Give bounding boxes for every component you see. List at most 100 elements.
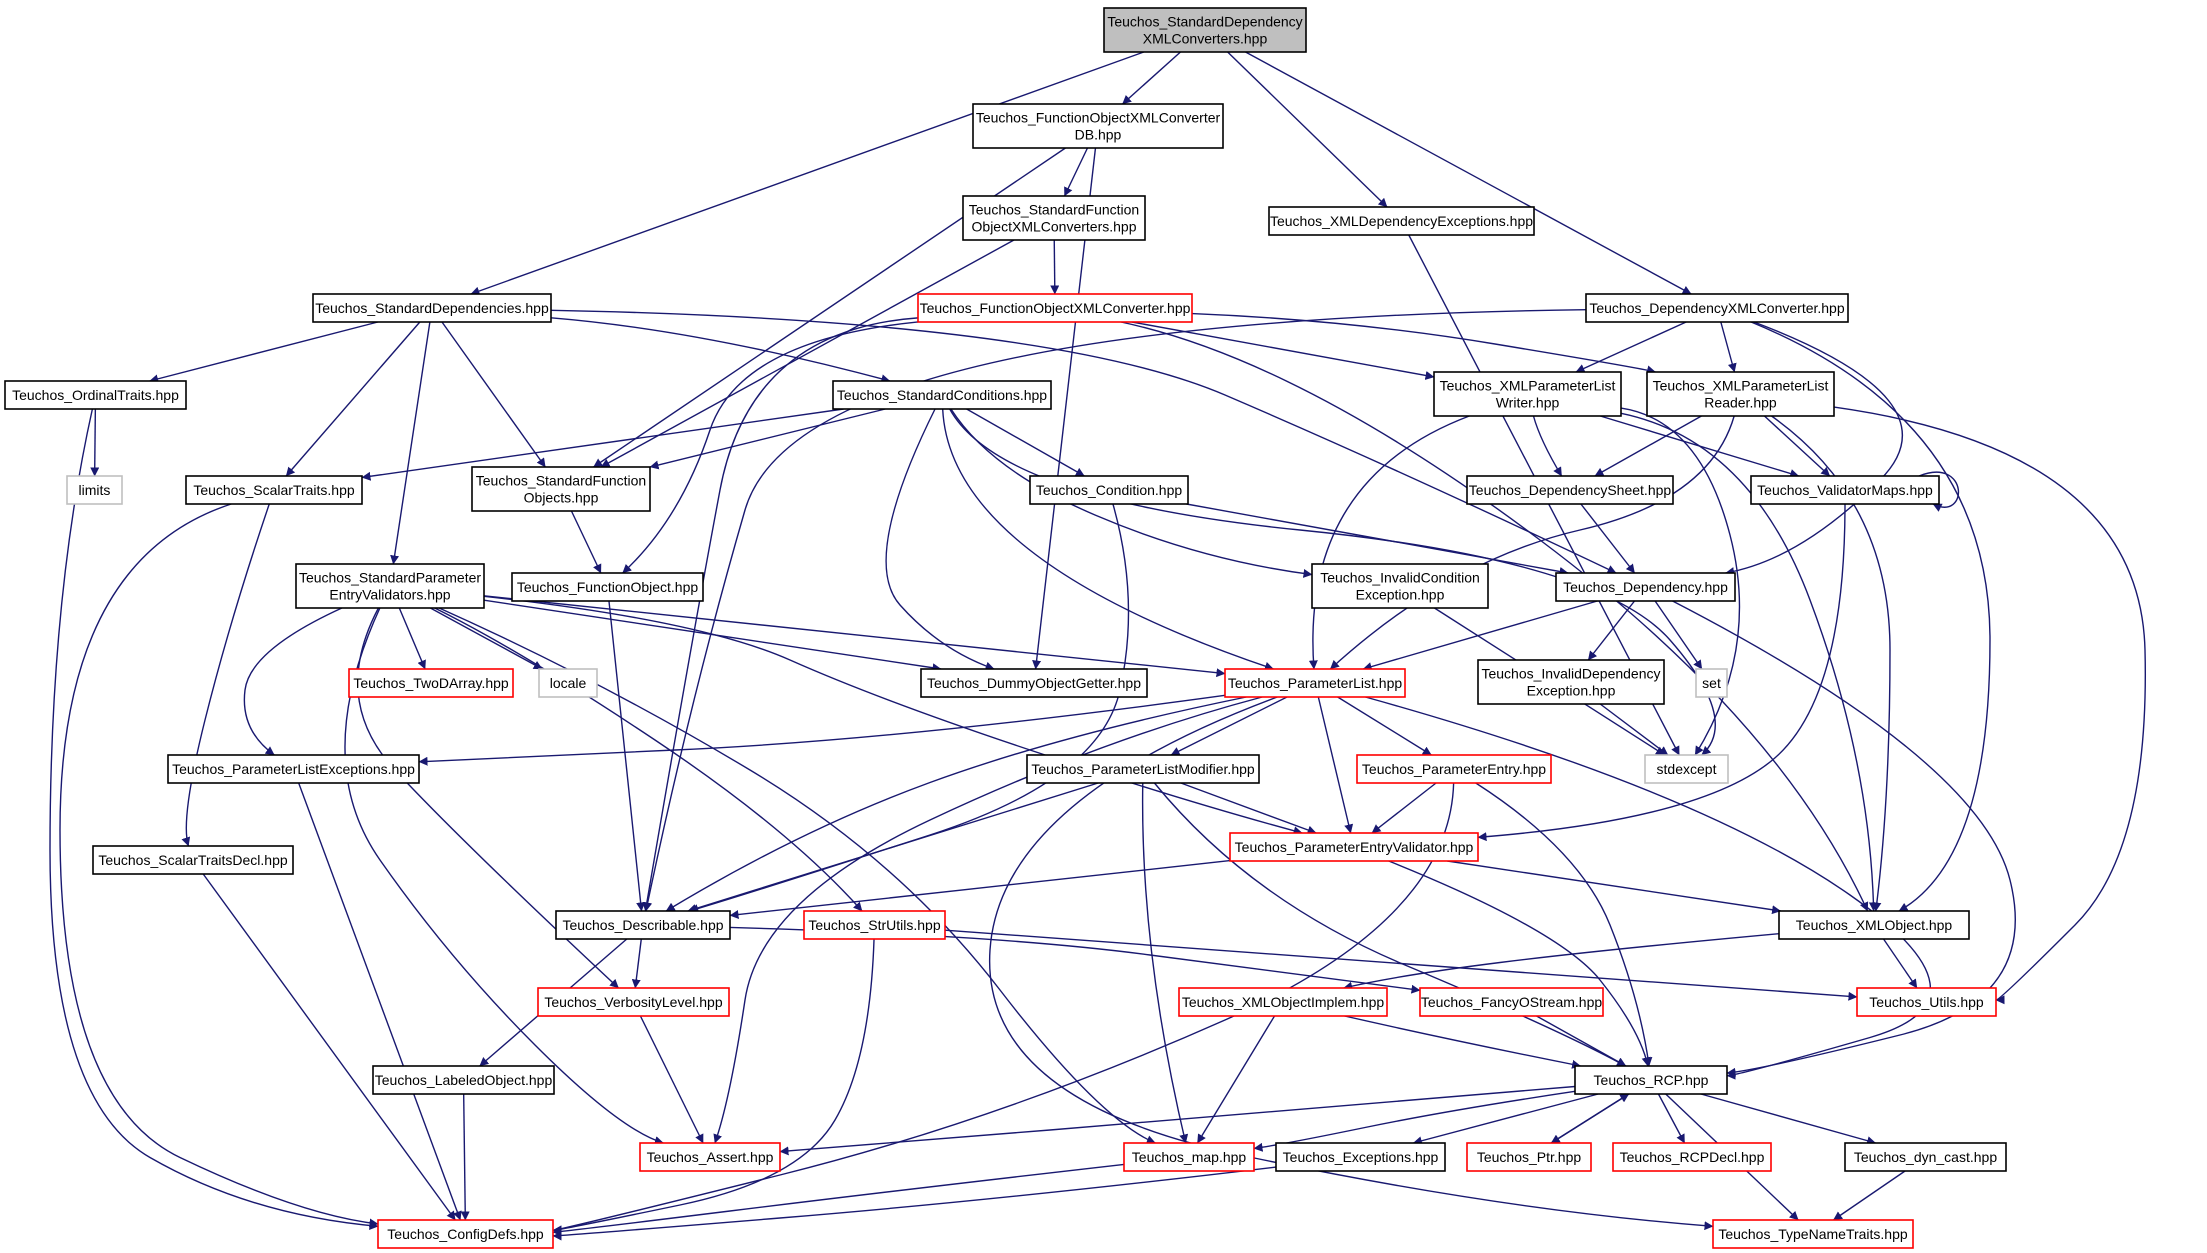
- node-box[interactable]: [803, 910, 946, 940]
- node-assert[interactable]: Teuchos_Assert.hpp: [639, 1142, 781, 1172]
- node-pev[interactable]: Teuchos_ParameterEntryValidator.hpp: [1229, 832, 1479, 862]
- node-box[interactable]: [832, 380, 1052, 410]
- node-box[interactable]: [1103, 7, 1307, 53]
- node-exc[interactable]: Teuchos_Exceptions.hpp: [1275, 1142, 1446, 1172]
- node-dep[interactable]: Teuchos_Dependency.hpp: [1555, 572, 1736, 602]
- node-stdcond[interactable]: Teuchos_StandardConditions.hpp: [832, 380, 1052, 410]
- node-typename[interactable]: Teuchos_TypeNameTraits.hpp: [1712, 1219, 1914, 1249]
- node-stdexcept[interactable]: stdexcept: [1644, 754, 1729, 784]
- node-box[interactable]: [538, 668, 598, 698]
- node-twod[interactable]: Teuchos_TwoDArray.hpp: [348, 668, 514, 698]
- node-box[interactable]: [1750, 475, 1940, 505]
- node-valmaps[interactable]: Teuchos_ValidatorMaps.hpp: [1750, 475, 1940, 505]
- node-box[interactable]: [312, 293, 552, 323]
- node-rcp[interactable]: Teuchos_RCP.hpp: [1574, 1065, 1728, 1095]
- node-desc[interactable]: Teuchos_Describable.hpp: [555, 910, 731, 940]
- node-box[interactable]: [167, 754, 420, 784]
- node-scalar[interactable]: Teuchos_ScalarTraits.hpp: [185, 475, 363, 505]
- node-box[interactable]: [1224, 668, 1406, 698]
- node-box[interactable]: [1612, 1142, 1772, 1172]
- node-strutils[interactable]: Teuchos_StrUtils.hpp: [803, 910, 946, 940]
- node-box[interactable]: [920, 668, 1148, 698]
- node-box[interactable]: [4, 380, 187, 410]
- node-box[interactable]: [377, 1219, 554, 1249]
- node-ptr[interactable]: Teuchos_Ptr.hpp: [1466, 1142, 1592, 1172]
- node-config[interactable]: Teuchos_ConfigDefs.hpp: [377, 1219, 554, 1249]
- node-box[interactable]: [1778, 910, 1970, 940]
- node-box[interactable]: [1644, 754, 1729, 784]
- node-box[interactable]: [348, 668, 514, 698]
- node-box[interactable]: [1844, 1142, 2007, 1172]
- node-box[interactable]: [972, 103, 1224, 149]
- node-xmldepexc[interactable]: Teuchos_XMLDependencyExceptions.hpp: [1268, 206, 1535, 236]
- node-box[interactable]: [1275, 1142, 1446, 1172]
- node-labeled[interactable]: Teuchos_LabeledObject.hpp: [372, 1065, 555, 1095]
- node-box[interactable]: [66, 475, 123, 505]
- node-box[interactable]: [471, 466, 651, 512]
- node-box[interactable]: [1356, 754, 1552, 784]
- node-box[interactable]: [1123, 1142, 1255, 1172]
- node-box[interactable]: [1029, 475, 1189, 505]
- node-pl[interactable]: Teuchos_ParameterList.hpp: [1224, 668, 1406, 698]
- node-locale[interactable]: locale: [538, 668, 598, 698]
- node-box[interactable]: [185, 475, 363, 505]
- node-rcpdecl[interactable]: Teuchos_RCPDecl.hpp: [1612, 1142, 1772, 1172]
- node-box[interactable]: [372, 1065, 555, 1095]
- node-box[interactable]: [511, 572, 704, 602]
- node-ordinal[interactable]: Teuchos_OrdinalTraits.hpp: [4, 380, 187, 410]
- node-box[interactable]: [1433, 371, 1622, 417]
- node-box[interactable]: [962, 195, 1146, 241]
- node-box[interactable]: [1856, 987, 1997, 1017]
- node-box[interactable]: [1311, 563, 1489, 609]
- node-map[interactable]: Teuchos_map.hpp: [1123, 1142, 1255, 1172]
- node-root[interactable]: Teuchos_StandardDependencyXMLConverters.…: [1103, 7, 1307, 53]
- node-set[interactable]: set: [1695, 668, 1728, 698]
- node-xmlobj[interactable]: Teuchos_XMLObject.hpp: [1778, 910, 1970, 940]
- node-box[interactable]: [1477, 659, 1665, 705]
- node-box[interactable]: [1574, 1065, 1728, 1095]
- node-dummy[interactable]: Teuchos_DummyObjectGetter.hpp: [920, 668, 1148, 698]
- node-box[interactable]: [555, 910, 731, 940]
- node-xmlobjimpl[interactable]: Teuchos_XMLObjectImplem.hpp: [1178, 987, 1388, 1017]
- node-box[interactable]: [295, 563, 485, 609]
- node-box[interactable]: [1695, 668, 1728, 698]
- node-utils[interactable]: Teuchos_Utils.hpp: [1856, 987, 1997, 1017]
- node-box[interactable]: [1585, 293, 1849, 323]
- node-depxml[interactable]: Teuchos_DependencyXMLConverter.hpp: [1585, 293, 1849, 323]
- node-fo[interactable]: Teuchos_FunctionObject.hpp: [511, 572, 704, 602]
- node-box[interactable]: [1229, 832, 1479, 862]
- node-box[interactable]: [537, 987, 730, 1017]
- node-box[interactable]: [639, 1142, 781, 1172]
- node-stddeps[interactable]: Teuchos_StandardDependencies.hpp: [312, 293, 552, 323]
- node-fancy[interactable]: Teuchos_FancyOStream.hpp: [1419, 987, 1604, 1017]
- node-depsheet[interactable]: Teuchos_DependencySheet.hpp: [1466, 475, 1674, 505]
- node-stdecl[interactable]: Teuchos_ScalarTraitsDecl.hpp: [92, 845, 294, 875]
- node-sfoxml[interactable]: Teuchos_StandardFunctionObjectXMLConvert…: [962, 195, 1146, 241]
- node-foxml[interactable]: Teuchos_FunctionObjectXMLConverter.hpp: [917, 293, 1193, 323]
- node-pe[interactable]: Teuchos_ParameterEntry.hpp: [1356, 754, 1552, 784]
- node-box[interactable]: [1646, 371, 1835, 417]
- node-box[interactable]: [1712, 1219, 1914, 1249]
- node-box[interactable]: [1026, 754, 1260, 784]
- node-limits[interactable]: limits: [66, 475, 123, 505]
- node-box[interactable]: [1466, 475, 1674, 505]
- node-box[interactable]: [1419, 987, 1604, 1017]
- node-plexc[interactable]: Teuchos_ParameterListExceptions.hpp: [167, 754, 420, 784]
- node-plmod[interactable]: Teuchos_ParameterListModifier.hpp: [1026, 754, 1260, 784]
- node-box[interactable]: [1466, 1142, 1592, 1172]
- node-box[interactable]: [1268, 206, 1535, 236]
- node-box[interactable]: [1178, 987, 1388, 1017]
- node-box[interactable]: [92, 845, 294, 875]
- node-cond[interactable]: Teuchos_Condition.hpp: [1029, 475, 1189, 505]
- node-spev[interactable]: Teuchos_StandardParameterEntryValidators…: [295, 563, 485, 609]
- node-verb[interactable]: Teuchos_VerbosityLevel.hpp: [537, 987, 730, 1017]
- node-dyncast[interactable]: Teuchos_dyn_cast.hpp: [1844, 1142, 2007, 1172]
- node-box[interactable]: [917, 293, 1193, 323]
- node-box[interactable]: [1555, 572, 1736, 602]
